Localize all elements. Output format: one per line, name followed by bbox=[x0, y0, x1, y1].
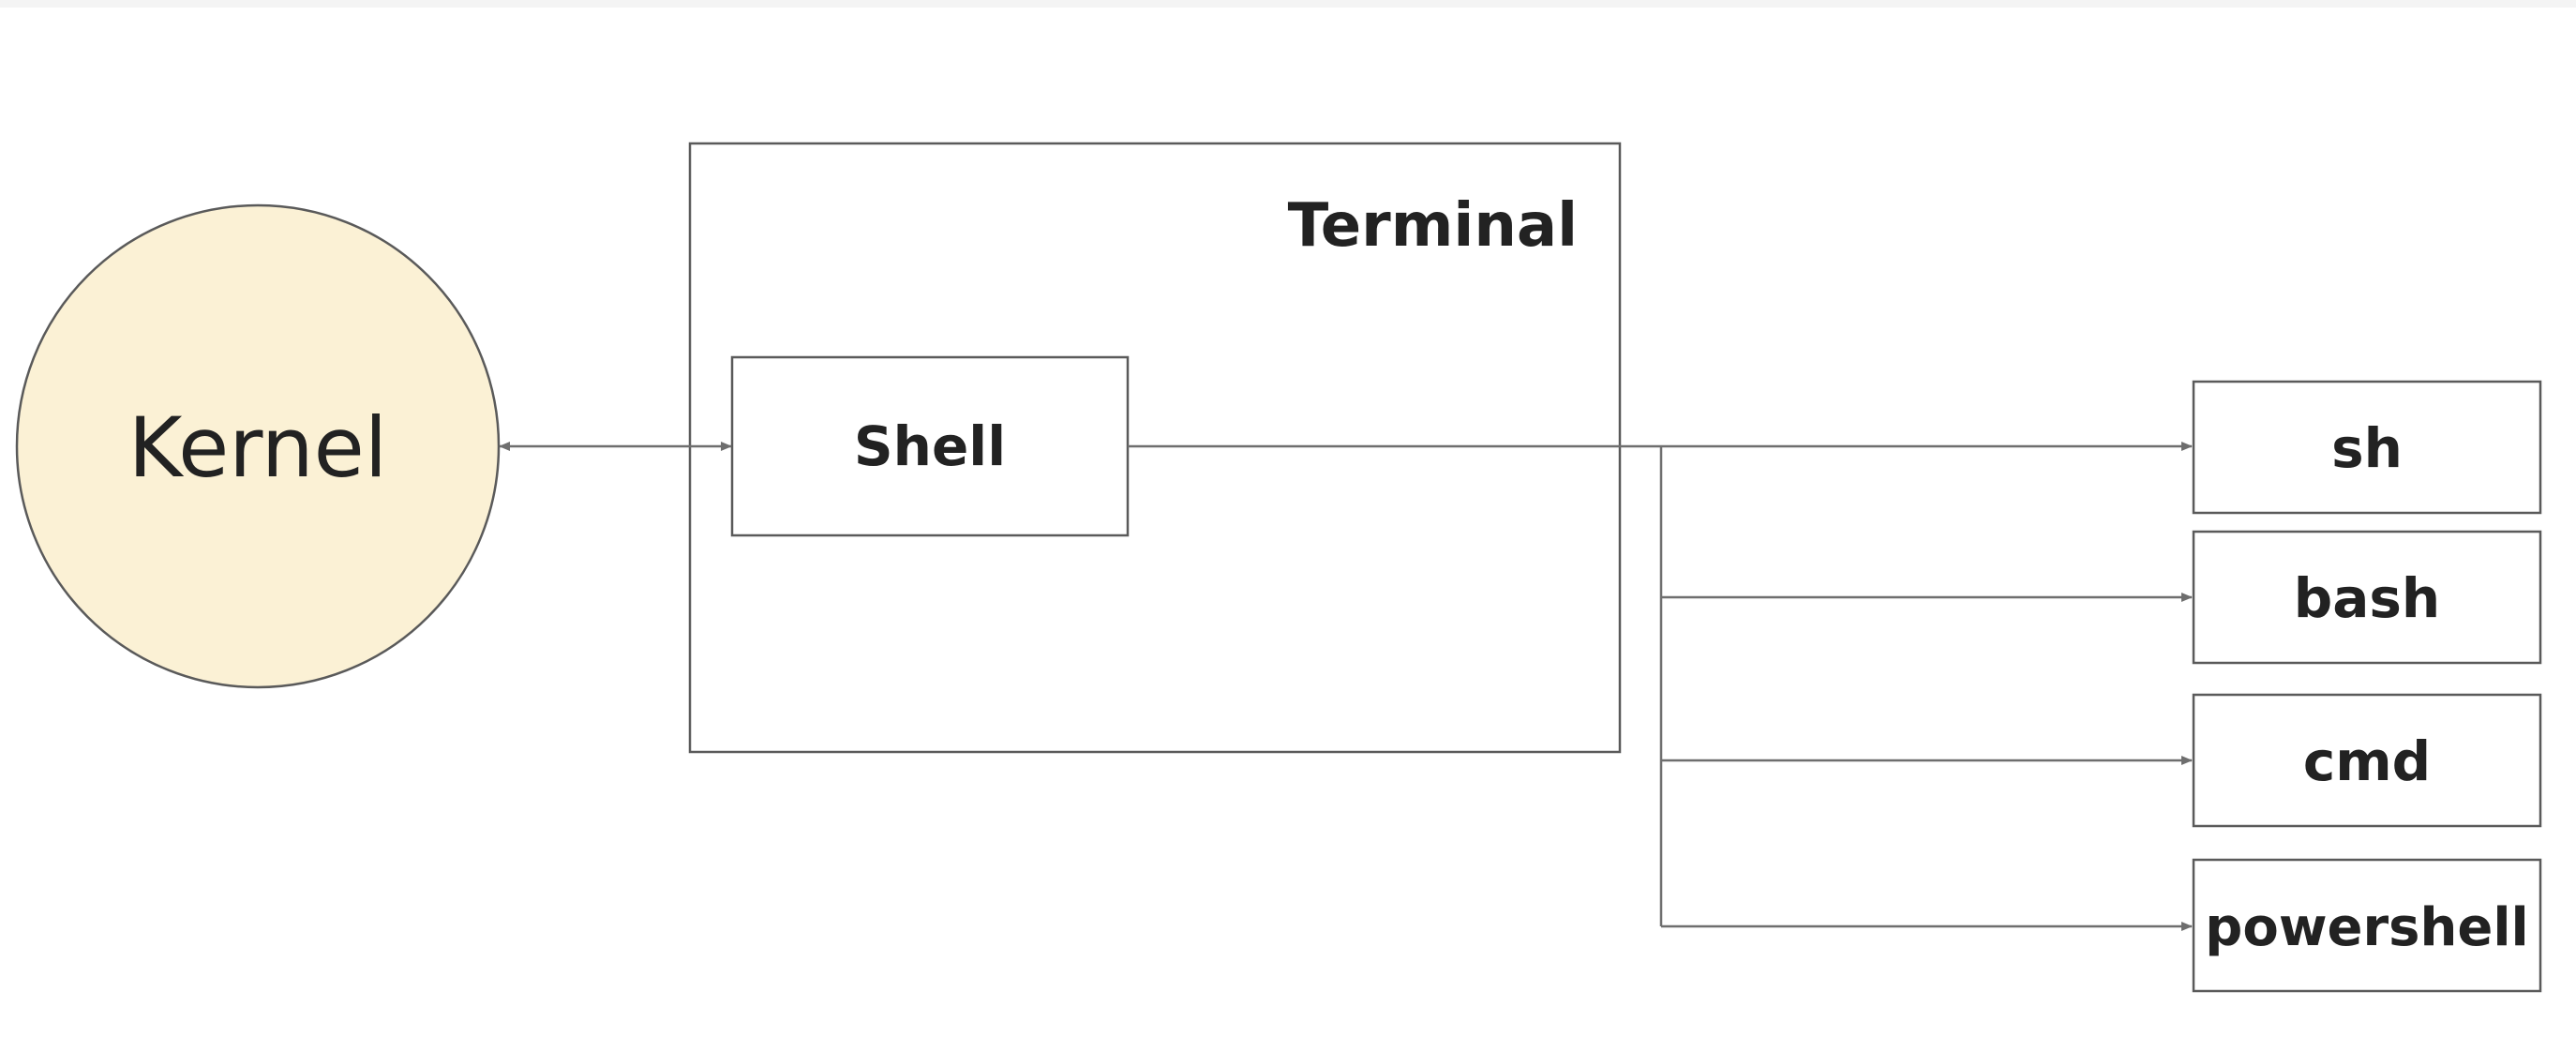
shell-type-box bbox=[2192, 693, 2542, 828]
shell-type-powershell: powershell bbox=[2192, 858, 2542, 993]
top-border bbox=[0, 0, 2576, 8]
shell-type-label: sh bbox=[2331, 416, 2403, 480]
shell-type-sh: sh bbox=[2192, 380, 2542, 515]
shell-type-bash: bash bbox=[2192, 530, 2542, 665]
terminal-label: Terminal bbox=[1288, 191, 1578, 261]
shell-type-cmd: cmd bbox=[2192, 693, 2542, 828]
shell-label: Shell bbox=[854, 414, 1006, 478]
shell-type-box bbox=[2192, 858, 2542, 993]
kernel-label: Kernel bbox=[128, 399, 387, 496]
shell-type-label: powershell bbox=[2205, 897, 2528, 958]
shell-type-box bbox=[2192, 380, 2542, 515]
terminal-container: Terminal bbox=[688, 142, 1622, 754]
shell-type-box bbox=[2192, 530, 2542, 665]
shell-type-label: bash bbox=[2294, 566, 2440, 630]
shell-type-label: cmd bbox=[2303, 729, 2431, 793]
shell-node: Shell bbox=[730, 355, 1130, 537]
kernel-node: Kernel bbox=[15, 203, 501, 689]
